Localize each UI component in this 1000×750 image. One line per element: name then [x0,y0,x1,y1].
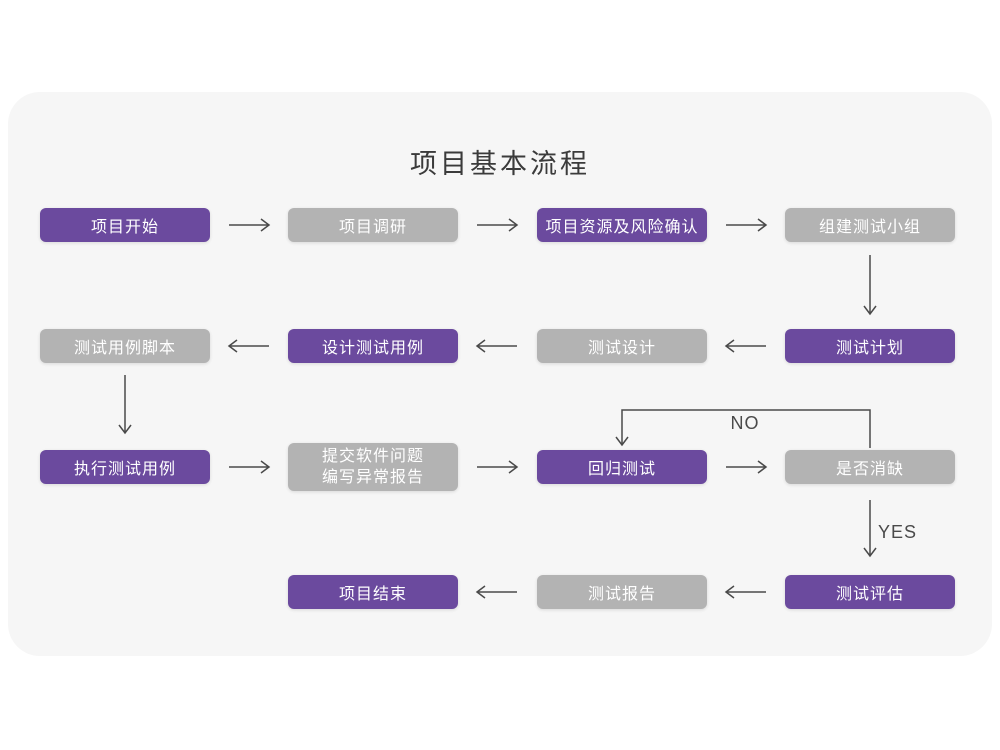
node-label: 回归测试 [587,461,656,478]
page-title: 项目基本流程 [410,149,590,179]
arrow-execute-to-submit [229,460,271,474]
node-project-research: 项目调研 [288,208,458,242]
node-label: 是否消缺 [835,461,904,478]
node-label: 执行测试用例 [73,461,176,478]
node-test-plan: 测试计划 [785,329,955,363]
node-label: 项目开始 [90,219,159,236]
node-label: 组建测试小组 [818,219,921,236]
arrow-no-loop [615,409,871,448]
arrow-report-to-end [475,585,517,599]
arrow-evaluation-to-report [724,585,766,599]
arrow-team-to-plan [863,255,877,316]
arrow-risk-to-team [726,218,768,232]
node-test-evaluation: 测试评估 [785,575,955,609]
node-label: 项目资源及风险确认 [545,219,699,236]
node-label: 测试评估 [835,586,904,603]
node-label: 测试计划 [835,340,904,357]
node-label: 项目结束 [338,586,407,603]
node-label: 测试报告 [587,586,656,603]
arrow-regression-to-defect [726,460,768,474]
node-label: 设计测试用例 [321,340,424,357]
node-label: 测试设计 [587,340,656,357]
edge-label-yes: YES [878,522,918,542]
arrow-research-to-risk [477,218,519,232]
node-test-design: 测试设计 [537,329,707,363]
node-build-test-team: 组建测试小组 [785,208,955,242]
edge-label-no: NO [730,413,760,433]
node-execute-test-case: 执行测试用例 [40,450,210,484]
arrow-start-to-research [229,218,271,232]
node-resources-risk: 项目资源及风险确认 [537,208,707,242]
node-project-start: 项目开始 [40,208,210,242]
arrow-script-to-execute [118,375,132,435]
node-regression-test: 回归测试 [537,450,707,484]
node-defect-cleared: 是否消缺 [785,450,955,484]
flowchart-card [8,92,992,656]
node-submit-issues: 提交软件问题 编写异常报告 [288,443,458,491]
arrow-plan-to-testdesign [724,339,766,353]
node-label: 测试用例脚本 [73,340,176,357]
node-design-test-case: 设计测试用例 [288,329,458,363]
node-test-report: 测试报告 [537,575,707,609]
node-label: 项目调研 [338,219,407,236]
arrow-yes-branch [863,500,877,558]
node-project-end: 项目结束 [288,575,458,609]
arrow-testdesign-to-designcase [475,339,517,353]
node-label-line1: 提交软件问题 [321,448,424,465]
arrow-design-to-script [227,339,269,353]
node-label-line2: 编写异常报告 [321,469,424,486]
arrow-submit-to-regression [477,460,519,474]
node-test-case-script: 测试用例脚本 [40,329,210,363]
